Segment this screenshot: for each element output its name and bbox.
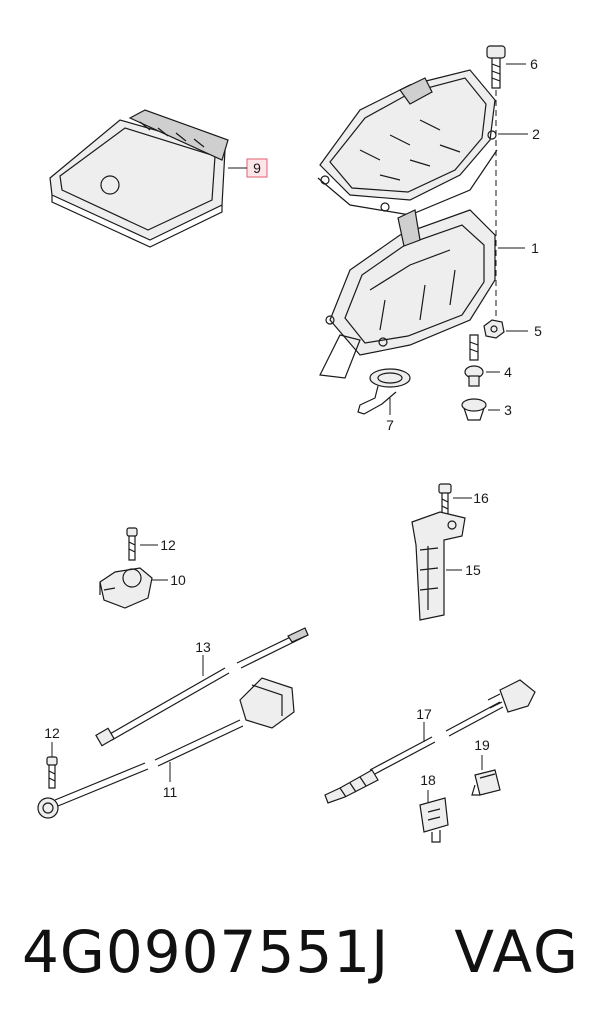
callout-5[interactable]: 5 (534, 323, 542, 339)
screw-6-drawing (486, 45, 506, 89)
clip-19-drawing (471, 769, 501, 796)
brand-label: VAG (454, 918, 580, 986)
drain-7-drawing (357, 368, 411, 415)
control-unit-drawing (49, 109, 229, 248)
screw-12b-drawing (46, 756, 58, 789)
screw-16-drawing (438, 483, 452, 515)
callout-12-upper[interactable]: 12 (160, 537, 176, 553)
housing-lower-drawing (319, 209, 496, 379)
callout-1[interactable]: 1 (531, 240, 539, 256)
callout-10[interactable]: 10 (170, 572, 186, 588)
callout-3[interactable]: 3 (504, 402, 512, 418)
callout-11[interactable]: 11 (163, 784, 178, 800)
knock-sensor-10-drawing (99, 567, 153, 609)
callout-2[interactable]: 2 (532, 126, 540, 142)
housing-cover-drawing (317, 69, 498, 216)
callout-9[interactable]: 9 (253, 160, 261, 176)
sensor-15-drawing (411, 511, 466, 621)
knock-sensor-11-drawing (37, 677, 295, 819)
callout-7[interactable]: 7 (386, 417, 394, 433)
lambda-probe-17-drawing (324, 679, 536, 804)
callout-19[interactable]: 19 (474, 737, 490, 753)
nut-5-drawing (483, 319, 505, 339)
bolt-4-drawing (464, 334, 484, 387)
screw-12a-drawing (126, 527, 138, 561)
callout-13[interactable]: 13 (195, 639, 211, 655)
cable-tie-13-drawing (95, 627, 309, 747)
callout-6[interactable]: 6 (530, 56, 538, 72)
footer: 4G0907551J VAG (0, 918, 600, 998)
grommet-3-drawing (461, 398, 487, 421)
part-number: 4G0907551J (22, 918, 390, 986)
callout-18[interactable]: 18 (420, 772, 436, 788)
bracket-18-drawing (419, 797, 449, 843)
callout-15[interactable]: 15 (465, 562, 481, 578)
callout-16[interactable]: 16 (473, 490, 489, 506)
callout-12-lower[interactable]: 12 (44, 725, 60, 741)
callout-17[interactable]: 17 (416, 706, 432, 722)
callout-4[interactable]: 4 (504, 364, 512, 380)
